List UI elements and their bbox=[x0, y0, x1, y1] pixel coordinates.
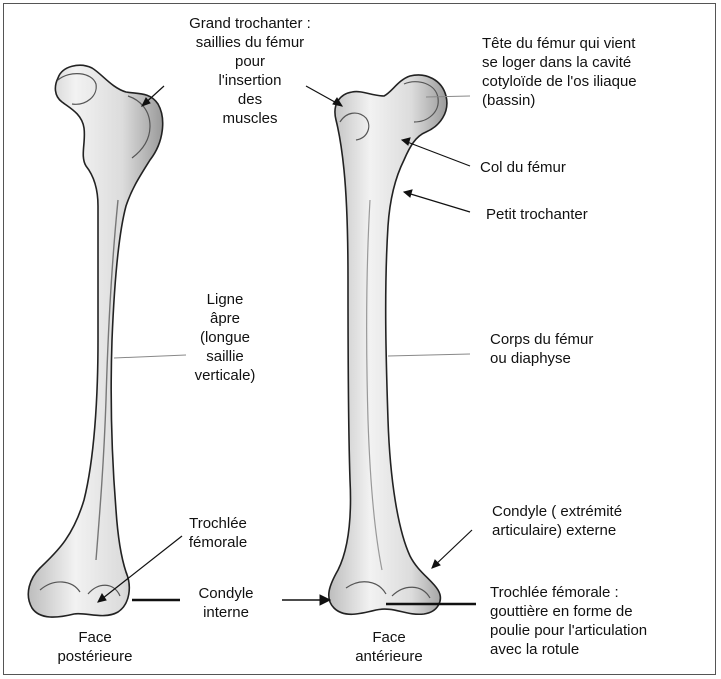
label-trochlee-femorale-anterieure: Trochlée fémorale : gouttière en forme d… bbox=[490, 583, 718, 659]
label-tete-femur: Tête du fémur qui vient se loger dans la… bbox=[482, 34, 712, 110]
line-corps-femur bbox=[388, 354, 470, 356]
label-condyle-externe: Condyle ( extrémité articulaire) externe bbox=[492, 502, 622, 540]
label-ligne-apre: Ligne âpre (longue saillie verticale) bbox=[170, 290, 280, 385]
label-corps-femur: Corps du fémur ou diaphyse bbox=[490, 330, 593, 368]
arrow-petit-trochanter bbox=[404, 192, 470, 212]
label-condyle-interne: Condyle interne bbox=[176, 584, 276, 622]
label-petit-trochanter: Petit trochanter bbox=[486, 205, 588, 224]
femur-anterior-view bbox=[329, 75, 447, 614]
leader-lines bbox=[98, 86, 476, 605]
caption-face-anterieure: Face antérieure bbox=[324, 628, 454, 666]
arrowhead bbox=[404, 190, 412, 197]
femur-anterior-shape bbox=[329, 75, 447, 614]
label-col-femur: Col du fémur bbox=[480, 158, 566, 177]
label-grand-trochanter: Grand trochanter : saillies du fémur pou… bbox=[150, 14, 350, 128]
caption-face-posterieure: Face postérieure bbox=[30, 628, 160, 666]
femur-posterior-view bbox=[28, 65, 162, 617]
arrow-col-femur bbox=[402, 140, 470, 166]
label-trochlee-femorale-posterieure: Trochlée fémorale bbox=[168, 514, 268, 552]
